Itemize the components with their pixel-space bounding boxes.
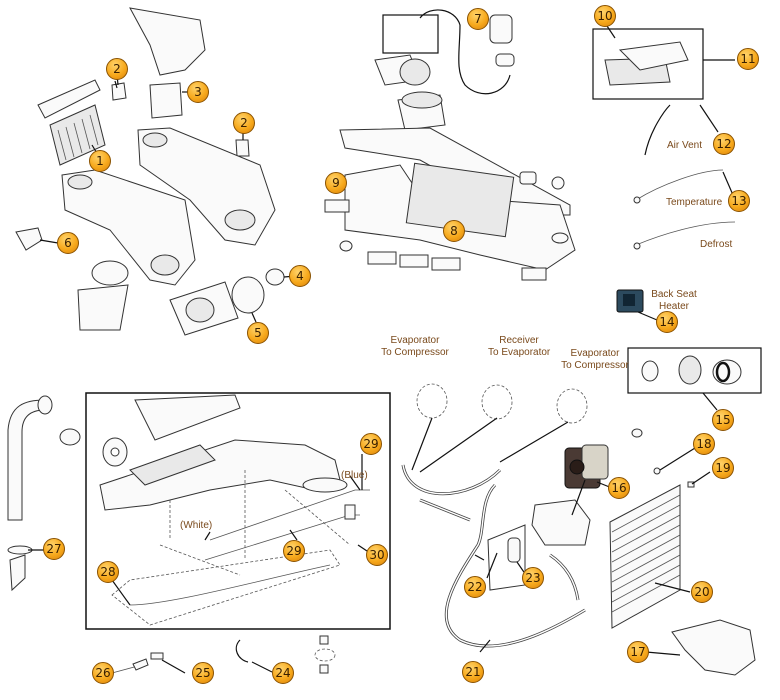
label-defrost: Defrost: [700, 239, 733, 250]
callout-25-hose-connector[interactable]: 25: [192, 662, 214, 684]
label-recv-to-evap-line2: To Evaporator: [488, 347, 551, 358]
callout-20-condenser[interactable]: 20: [691, 581, 713, 603]
dash-duct-art: [324, 127, 576, 281]
small-parts-art: [111, 635, 336, 674]
callout-17-compressor-bracket[interactable]: 17: [627, 641, 649, 663]
label-evap-to-comp-2-line1: Evaporator: [570, 348, 620, 359]
label-evap-to-comp-1-line2: To Compressor: [381, 347, 449, 358]
blower-motor-art: [169, 268, 297, 336]
label-recv-to-evap-line1: Receiver: [499, 335, 539, 346]
condenser-art: [609, 428, 711, 629]
callout-24-clamp[interactable]: 24: [272, 662, 294, 684]
left-pipe-art: [7, 395, 81, 592]
callout-9-resistor[interactable]: 9: [325, 172, 347, 194]
callout-3-duct-boot[interactable]: 3: [187, 81, 209, 103]
callout-15-compressor-clutch[interactable]: 15: [712, 409, 734, 431]
label-evap-to-comp-1: Evaporator To Compressor: [380, 335, 450, 359]
callout-29-heater-hose-blue[interactable]: 29: [360, 433, 382, 455]
heater-core-art: [37, 79, 106, 166]
callout-18-condenser-fitting[interactable]: 18: [693, 433, 715, 455]
heater-housing-art: [15, 127, 276, 331]
callout-5-blower-motor[interactable]: 5: [247, 322, 269, 344]
label-evap-to-comp-2: Evaporator To Compressor: [560, 348, 630, 372]
callout-21-ac-hose[interactable]: 21: [462, 661, 484, 683]
ac-hoses-art: [401, 383, 588, 648]
compressor-art: [531, 444, 613, 546]
receiver-drier-art: [486, 524, 529, 591]
callout-11-heater-control-panel[interactable]: 11: [737, 48, 759, 70]
label-recv-to-evap: Receiver To Evaporator: [488, 335, 550, 359]
back-seat-heater-art: [616, 289, 658, 321]
callout-10-control-knob[interactable]: 10: [594, 5, 616, 27]
inset-box-art: [382, 14, 439, 54]
callout-8-evaporator-housing[interactable]: 8: [443, 220, 465, 242]
label-back-seat-heater: Back Seat Heater: [648, 289, 700, 313]
callout-16-ac-compressor[interactable]: 16: [608, 477, 630, 499]
callout-6-defroster-vent[interactable]: 6: [57, 232, 79, 254]
callout-26-valve[interactable]: 26: [92, 662, 114, 684]
inset-leader-art: [419, 9, 511, 95]
label-temperature: Temperature: [666, 197, 723, 208]
bracket-art: [645, 619, 756, 676]
label-evap-to-comp-2-line2: To Compressor: [561, 360, 629, 371]
label-evap-to-comp-1-line1: Evaporator: [390, 335, 440, 346]
callout-7-blower-motor-assembly[interactable]: 7: [467, 8, 489, 30]
heater-inset-box-art: [85, 392, 391, 630]
callout-13-temperature-cable[interactable]: 13: [728, 190, 750, 212]
blower-wheel-art: [374, 14, 515, 131]
heater-box-art: [99, 394, 370, 626]
callout-1-heater-core[interactable]: 1: [89, 150, 111, 172]
callout-14-back-seat-heater[interactable]: 14: [656, 311, 678, 333]
callout-2-heater-core-seal-right[interactable]: 2: [233, 112, 255, 134]
cables-art: [633, 104, 736, 250]
label-back-seat-heater-line2: Heater: [658, 301, 689, 312]
callout-29-heater-hose-white[interactable]: 29: [283, 540, 305, 562]
callout-4-blower-motor-seal[interactable]: 4: [289, 265, 311, 287]
callout-19-condenser-cap[interactable]: 19: [712, 457, 734, 479]
label-air-vent: Air Vent: [667, 140, 703, 151]
label-white: (White): [180, 520, 213, 531]
clutch-art: [641, 355, 742, 411]
callout-27-hose-clamp[interactable]: 27: [43, 538, 65, 560]
leader-lines-art: [111, 80, 491, 653]
duct-cover-art: [111, 7, 250, 157]
callout-28-wiring-harness[interactable]: 28: [97, 561, 119, 583]
callout-23-receiver-drier[interactable]: 23: [522, 567, 544, 589]
label-blue: (Blue): [341, 470, 368, 481]
label-back-seat-heater-line1: Back Seat: [651, 289, 697, 300]
callout-22-pressure-switch[interactable]: 22: [464, 576, 486, 598]
callout-2-heater-core-seal-left[interactable]: 2: [106, 58, 128, 80]
control-panel-art: [604, 25, 735, 86]
callout-12-air-vent-cable[interactable]: 12: [713, 133, 735, 155]
callout-30-hose-bracket[interactable]: 30: [366, 544, 388, 566]
